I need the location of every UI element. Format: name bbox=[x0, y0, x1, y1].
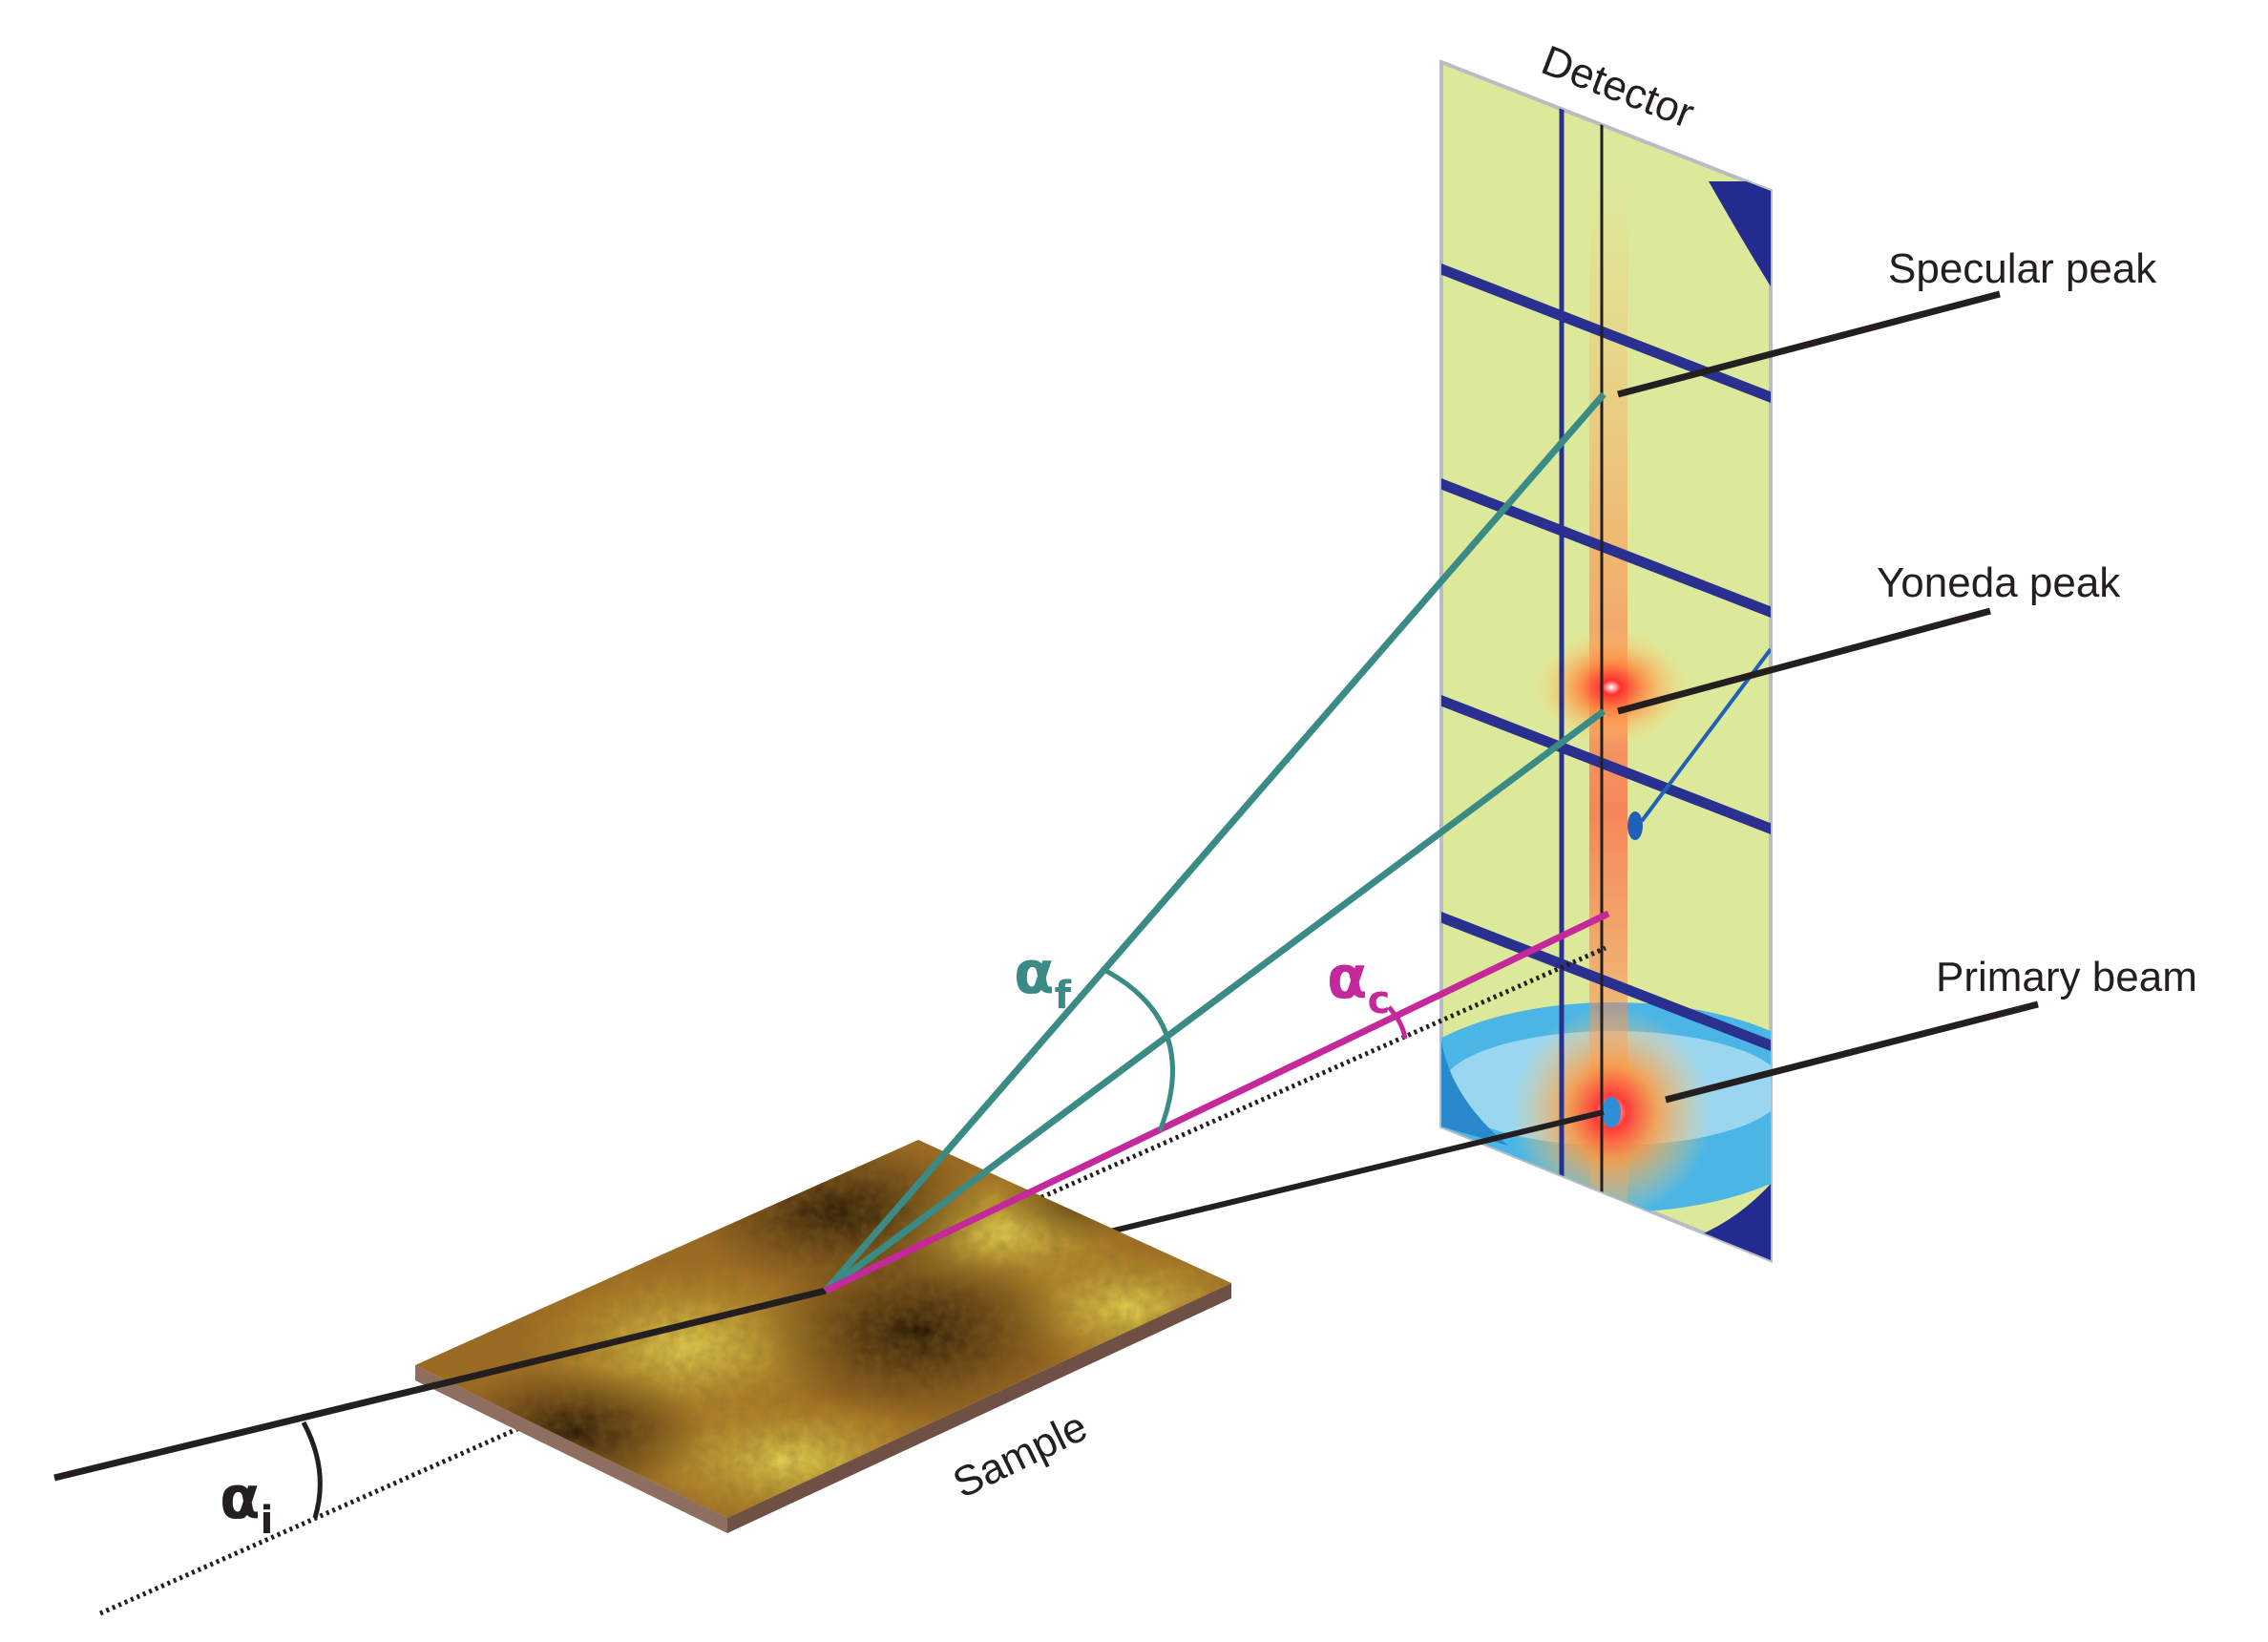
label-leaders bbox=[1617, 290, 2039, 1104]
incident-beam-line bbox=[53, 1287, 827, 1482]
yoneda-peak-label: Yoneda peak bbox=[1877, 559, 2121, 606]
alpha-i-label: αi bbox=[220, 1463, 273, 1543]
sample bbox=[415, 1140, 1231, 1533]
primary-beam-label: Primary beam bbox=[1936, 954, 2197, 1000]
exit-beams bbox=[823, 391, 1606, 1294]
detector-panel bbox=[1439, 59, 1773, 1263]
alpha-c-label: αc bbox=[1327, 942, 1390, 1022]
alpha-c-arc bbox=[1387, 1005, 1408, 1040]
alpha-f-label: αf bbox=[1014, 937, 1072, 1018]
alpha-f-arc bbox=[1101, 966, 1175, 1132]
yoneda-hotspot bbox=[1535, 630, 1688, 745]
specular-peak-label: Specular peak bbox=[1888, 245, 2157, 292]
critical-beam-line bbox=[824, 910, 1610, 1295]
alpha-i-arc bbox=[301, 1421, 323, 1519]
detector-module-gaps bbox=[1441, 260, 1771, 1055]
